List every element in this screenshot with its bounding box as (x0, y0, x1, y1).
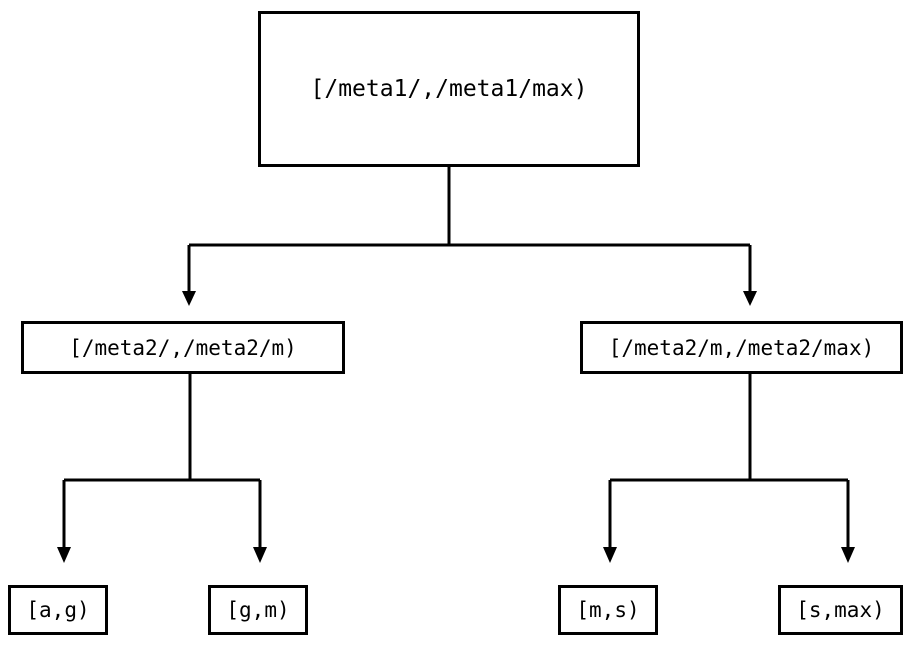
tree-node-leaf-4[interactable]: [s,max) (778, 585, 903, 635)
tree-node-leaf-2[interactable]: [g,m) (208, 585, 308, 635)
arrowhead-leaf-3 (603, 547, 617, 563)
tree-node-leaf-1[interactable]: [a,g) (8, 585, 108, 635)
tree-node-leaf-3-label: [m,s) (576, 598, 640, 622)
tree-node-leaf-2-label: [g,m) (226, 598, 290, 622)
tree-node-mid-left-label: [/meta2/,/meta2/m) (69, 335, 297, 360)
arrowhead-leaf-1 (57, 547, 71, 563)
tree-node-mid-left[interactable]: [/meta2/,/meta2/m) (21, 321, 345, 374)
tree-node-leaf-4-label: [s,max) (796, 598, 885, 622)
arrowhead-leaf-4 (841, 547, 855, 563)
arrowhead-leaf-2 (253, 547, 267, 563)
arrowhead-mid-left (182, 291, 196, 306)
tree-node-leaf-1-label: [a,g) (26, 598, 90, 622)
tree-node-root[interactable]: [/meta1/,/meta1/max) (258, 11, 640, 167)
tree-node-leaf-3[interactable]: [m,s) (558, 585, 658, 635)
tree-node-mid-right-label: [/meta2/m,/meta2/max) (608, 335, 875, 360)
arrowhead-mid-right (743, 291, 757, 306)
tree-node-mid-right[interactable]: [/meta2/m,/meta2/max) (580, 321, 903, 374)
tree-node-root-label: [/meta1/,/meta1/max) (310, 76, 588, 102)
